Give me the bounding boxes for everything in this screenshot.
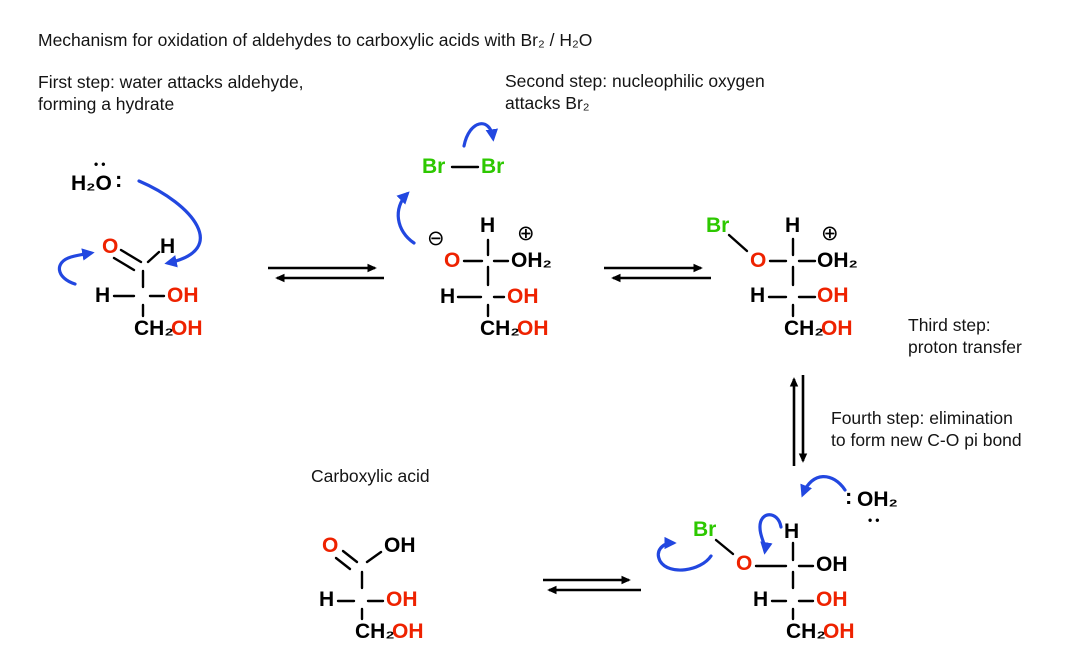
aldehyde-H: H [160,235,176,258]
curved-arrow-water-to-carbonyl [137,179,202,268]
elimination-CH2-OH: OH [823,620,855,643]
equilibrium-arrow-1 [268,263,384,283]
hypobromite-OH2: OH₂ [817,249,858,272]
hydrate-OH2: OH₂ [511,249,552,272]
elimination-O: O [736,552,753,575]
aldehyde-carbonyl-O: O [102,235,119,258]
step4-label: Fourth step: elimination to form new C-O… [831,408,1022,450]
water-lone-pair-top: •• [94,157,109,171]
aldehyde-CH2-OH: OH [171,317,203,340]
hypobromite-top-H: H [785,214,801,237]
hydrate-CH2-OH: OH [517,317,549,340]
hydrate-C2-OH: OH [507,285,539,308]
hydrate-CH2: CH₂ [480,317,520,340]
curved-arrow-water-to-proton [800,475,847,498]
equilibrium-arrow-2 [604,263,711,283]
equilibrium-arrow-3-vertical [789,375,808,466]
hypobromite-Br: Br [706,214,730,237]
elimination-C1-OH: OH [816,553,848,576]
page-title: Mechanism for oxidation of aldehydes to … [38,30,593,50]
curved-arrow-obr-bond-to-br [656,536,713,572]
aldehyde-C2-H: H [95,284,111,307]
hydrate-bonds [456,238,510,318]
elimination-CH2: CH₂ [786,620,826,643]
base-water-colon: : [845,484,853,509]
hydrate-C2-H: H [440,285,456,308]
hypobromite-O: O [750,249,767,272]
step1-label: First step: water attacks aldehyde, form… [38,72,304,114]
br2-right: Br [481,155,505,178]
br2-left: Br [422,155,446,178]
carboxylic-acid-label: Carboxylic acid [311,466,430,486]
step3-label: Third step: proton transfer [908,315,1022,357]
acid-C2-H: H [319,588,335,611]
aldehyde-C2-OH: OH [167,284,199,307]
hypobromite-C2-OH: OH [817,284,849,307]
hydrate-minus-charge: ⊖ [427,227,445,250]
curved-arrow-alkoxide-to-br2 [396,191,416,245]
carboxylic-acid-bonds [334,549,385,621]
hydrate-plus-charge: ⊕ [517,222,535,245]
acid-CH2: CH₂ [355,620,395,643]
acid-carbonyl-O: O [322,534,339,557]
equilibrium-arrow-4 [543,575,641,595]
acid-CH2-OH: OH [392,620,424,643]
elimination-Br: Br [693,518,717,541]
elimination-C2-H: H [753,588,769,611]
acid-OH: OH [384,534,416,557]
aldehyde-CH2: CH₂ [134,317,174,340]
hypobromite-C2-H: H [750,284,766,307]
hydrate-top-H: H [480,214,496,237]
elimination-bonds [714,538,815,621]
hypobromite-CH2: CH₂ [784,317,824,340]
hydrate-alkoxide-O: O [444,249,461,272]
water-lone-pair-right: : [115,167,123,192]
curved-arrow-pi-bond-to-O [57,248,95,286]
hypobromite-CH2-OH: OH [821,317,853,340]
base-water-lone-pair: •• [868,513,883,527]
water-formula: H₂O [71,172,112,195]
acid-C2-OH: OH [386,588,418,611]
base-water-OH2: OH₂ [857,488,898,511]
elimination-C2-OH: OH [816,588,848,611]
elimination-top-H: H [784,520,800,543]
hypobromite-bonds [727,233,817,318]
curved-arrow-ch-bond-to-co [758,513,783,555]
step2-label: Second step: nucleophilic oxygen attacks… [505,71,765,113]
curved-arrow-brbr-bond-to-br [462,122,498,148]
aldehyde-bonds [112,248,166,318]
hypobromite-plus-charge: ⊕ [821,222,839,245]
